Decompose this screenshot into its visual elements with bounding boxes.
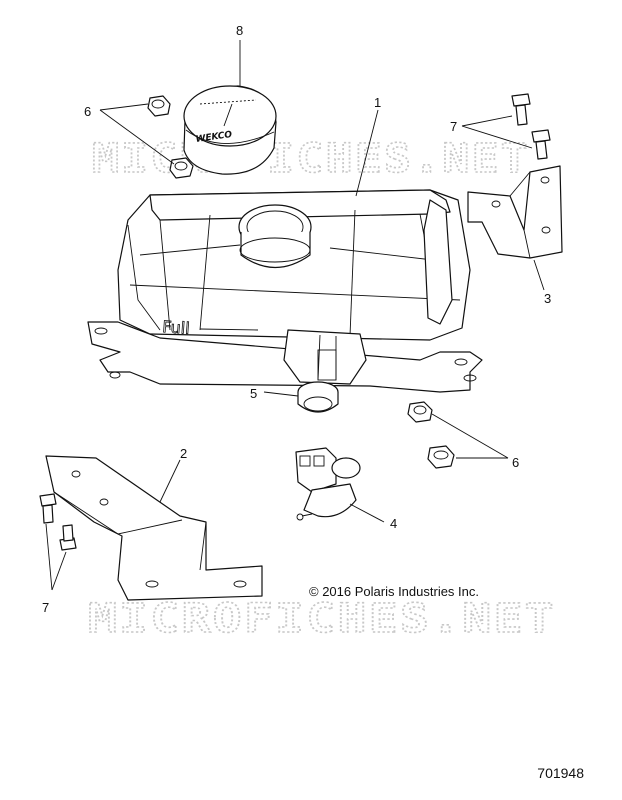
grommet	[297, 381, 339, 413]
callout-7-upper: 7	[450, 119, 457, 134]
callout-4: 4	[390, 516, 397, 531]
bracket-left	[45, 455, 263, 601]
bolt-lower-1	[39, 493, 57, 524]
watermark-bottom: MICROFICHES.NET	[88, 596, 556, 642]
reservoir-cap: WEKCO	[183, 85, 277, 175]
flange-nut-lower-2	[427, 445, 455, 469]
flange-nut-lower-1	[407, 401, 433, 423]
callout-6-lower: 6	[512, 455, 519, 470]
flange-nut-upper-2	[169, 157, 194, 179]
bracket-right	[467, 165, 563, 259]
callout-8: 8	[236, 23, 243, 38]
leader-lines	[45, 40, 545, 591]
coolant-tank: Full	[87, 189, 483, 393]
callout-7-lower: 7	[42, 600, 49, 615]
bolt-upper-2	[531, 129, 551, 160]
callout-5: 5	[250, 386, 257, 401]
level-sensor	[295, 447, 361, 521]
watermark-top: MICROFICHES.NET	[92, 136, 530, 182]
flange-nut-upper-1	[147, 95, 171, 117]
callout-6-upper: 6	[84, 104, 91, 119]
drawing-number: 701948	[537, 765, 584, 781]
bolt-upper-1	[511, 93, 531, 126]
callout-1: 1	[374, 95, 381, 110]
callout-2: 2	[180, 446, 187, 461]
copyright-notice: © 2016 Polaris Industries Inc.	[309, 584, 479, 599]
tank-emboss-text: Full	[162, 317, 191, 338]
bolt-lower-2	[59, 524, 77, 551]
callout-3: 3	[544, 291, 551, 306]
